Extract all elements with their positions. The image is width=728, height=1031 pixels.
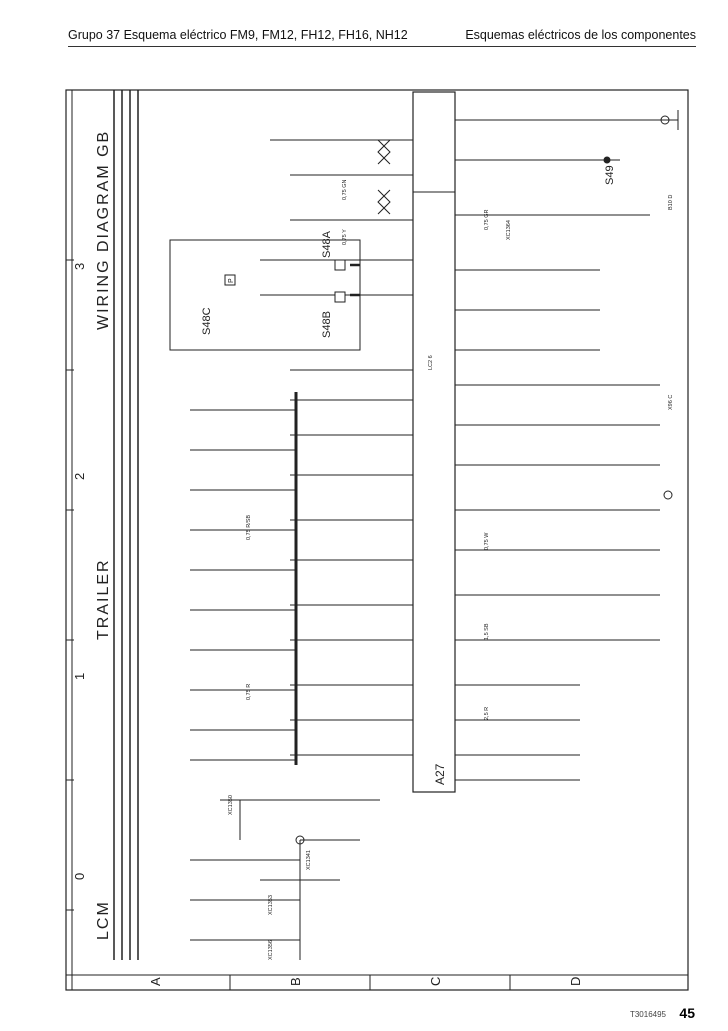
wire-label: 0,75 R (246, 684, 252, 700)
connector-label: X96 C (668, 395, 674, 410)
row-label-a: A (148, 977, 163, 986)
diagram-title: WIRING DIAGRAM GB (95, 130, 112, 330)
document-code: T3016495 (629, 1010, 666, 1019)
header-left-title: Grupo 37 Esquema eléctrico FM9, FM12, FH… (68, 28, 408, 42)
header-rule (68, 46, 696, 47)
connector-label: B10 D (668, 195, 674, 210)
wire-label: 0,75 GN (342, 179, 348, 200)
relay-p1 (224, 274, 236, 286)
connector-label: XC1356 (268, 940, 274, 960)
relay-p3 (334, 259, 346, 271)
wire-label: 2,5 R (484, 707, 490, 720)
column-label-3: 3 (72, 263, 87, 270)
wire-label: 0,75 GR (484, 209, 490, 230)
column-label-2: 2 (72, 473, 87, 480)
ground-point (663, 490, 673, 500)
wire-label: 0,75 R/SB (246, 515, 252, 540)
wire-label: 1,5 SB (484, 623, 490, 640)
ground-network (190, 799, 380, 960)
row-label-c: C (428, 977, 443, 986)
sensor-s48b: S48B (321, 311, 333, 338)
column-label-1: 1 (72, 673, 87, 680)
connector-label: LC2 6 (428, 355, 434, 370)
trailer-branch-group (190, 409, 296, 761)
fan-symbols (377, 139, 391, 215)
ground-point (660, 115, 670, 125)
connector-label: XC1364 (506, 220, 512, 240)
wire-label: 0,75 W (484, 532, 490, 550)
right-wire-group (455, 119, 678, 781)
wire-label: 0,75 Y (342, 229, 348, 245)
header-right-title: Esquemas eléctricos de los componentes (465, 28, 696, 42)
connector-label: XC1353 (268, 895, 274, 915)
relay-letter: P (228, 278, 235, 283)
main-unit-label: A27 (433, 763, 447, 785)
sensor-s48c: S48C (201, 307, 213, 335)
page-number: 45 (679, 1005, 695, 1021)
connector-label: XC1350 (228, 795, 234, 815)
row-label-b: B (288, 977, 303, 986)
column-label-0: 0 (72, 873, 87, 880)
section-trailer: TRAILER (95, 558, 112, 640)
connector-label: XC1341 (306, 850, 312, 870)
section-lcm: LCM (95, 900, 112, 940)
relay-p2 (334, 291, 346, 303)
sensor-s49: S49 (604, 165, 616, 185)
sensor-s48a: S48A (321, 230, 333, 258)
control-unit-a27 (412, 91, 456, 793)
ground-point (295, 835, 305, 845)
junction-dot (603, 156, 611, 164)
left-wire-group (260, 139, 413, 756)
diagram-frame (65, 89, 689, 991)
row-label-d: D (568, 977, 583, 986)
wiring-diagram: WIRING DIAGRAM GB TRAILER LCM 3 2 1 0 A … (65, 89, 689, 991)
